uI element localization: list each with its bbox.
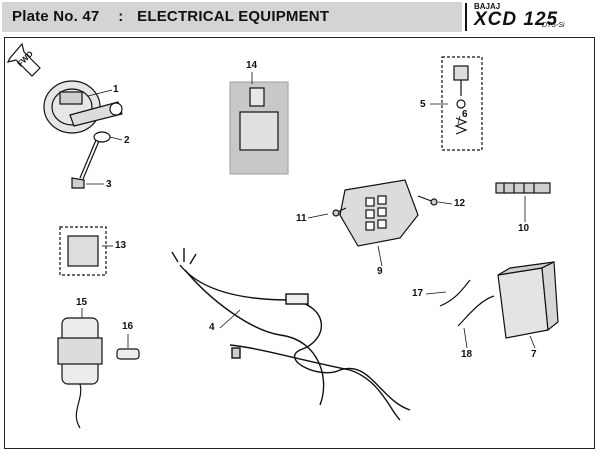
callout-9: 9 bbox=[377, 266, 383, 277]
callout-3: 3 bbox=[106, 179, 112, 190]
callout-14: 14 bbox=[246, 60, 258, 71]
regulator-part bbox=[57, 317, 103, 429]
callout-18: 18 bbox=[461, 349, 473, 360]
callout-6: 6 bbox=[462, 109, 468, 120]
plate-header: Plate No. 47 : ELECTRICAL EQUIPMENT bbox=[2, 2, 462, 32]
battery-part bbox=[497, 261, 559, 339]
fwd-arrow-icon bbox=[6, 42, 41, 77]
callout-17: 17 bbox=[412, 288, 424, 299]
horn-part bbox=[43, 80, 123, 134]
fuse-part bbox=[116, 348, 140, 360]
fuse-strip-part bbox=[495, 182, 551, 194]
wiring-harness-part bbox=[171, 248, 411, 421]
screw-12-part bbox=[417, 195, 438, 206]
parts-diagram-frame bbox=[4, 37, 595, 449]
brand-model: XCD 125 bbox=[474, 9, 559, 30]
callout-16: 16 bbox=[122, 321, 134, 332]
callout-12: 12 bbox=[454, 198, 466, 209]
wire-17-part bbox=[439, 279, 471, 307]
callout-13: 13 bbox=[115, 240, 127, 251]
brand-subtitle: DTS-Si bbox=[542, 22, 565, 29]
switch-group-box bbox=[441, 56, 483, 151]
wire-18-part bbox=[457, 295, 495, 327]
flasher-part bbox=[67, 235, 99, 267]
plate-title: Plate No. 47 : ELECTRICAL EQUIPMENT bbox=[12, 8, 329, 25]
bolt-part bbox=[71, 139, 100, 189]
callout-11: 11 bbox=[296, 213, 307, 224]
callout-7: 7 bbox=[531, 349, 537, 360]
callout-15: 15 bbox=[76, 297, 88, 308]
title-separator: : bbox=[118, 8, 124, 25]
brand-maker: BAJAJ bbox=[474, 2, 501, 11]
plate-number: Plate No. 47 bbox=[12, 8, 100, 25]
flasher-group-box bbox=[59, 226, 107, 276]
screw-11-part bbox=[332, 207, 347, 217]
callout-5: 5 bbox=[420, 99, 426, 110]
brand-logo: BAJAJ XCD 125 DTS-Si bbox=[466, 2, 600, 32]
section-title: ELECTRICAL EQUIPMENT bbox=[137, 8, 330, 25]
cdi-unit-part bbox=[339, 179, 419, 247]
callout-1: 1 bbox=[113, 84, 119, 95]
callout-2: 2 bbox=[124, 135, 130, 146]
relay-part bbox=[229, 81, 289, 175]
stop-switch-part bbox=[453, 65, 469, 135]
callout-10: 10 bbox=[518, 223, 530, 234]
brand-divider bbox=[465, 3, 467, 31]
callout-4: 4 bbox=[209, 322, 215, 333]
